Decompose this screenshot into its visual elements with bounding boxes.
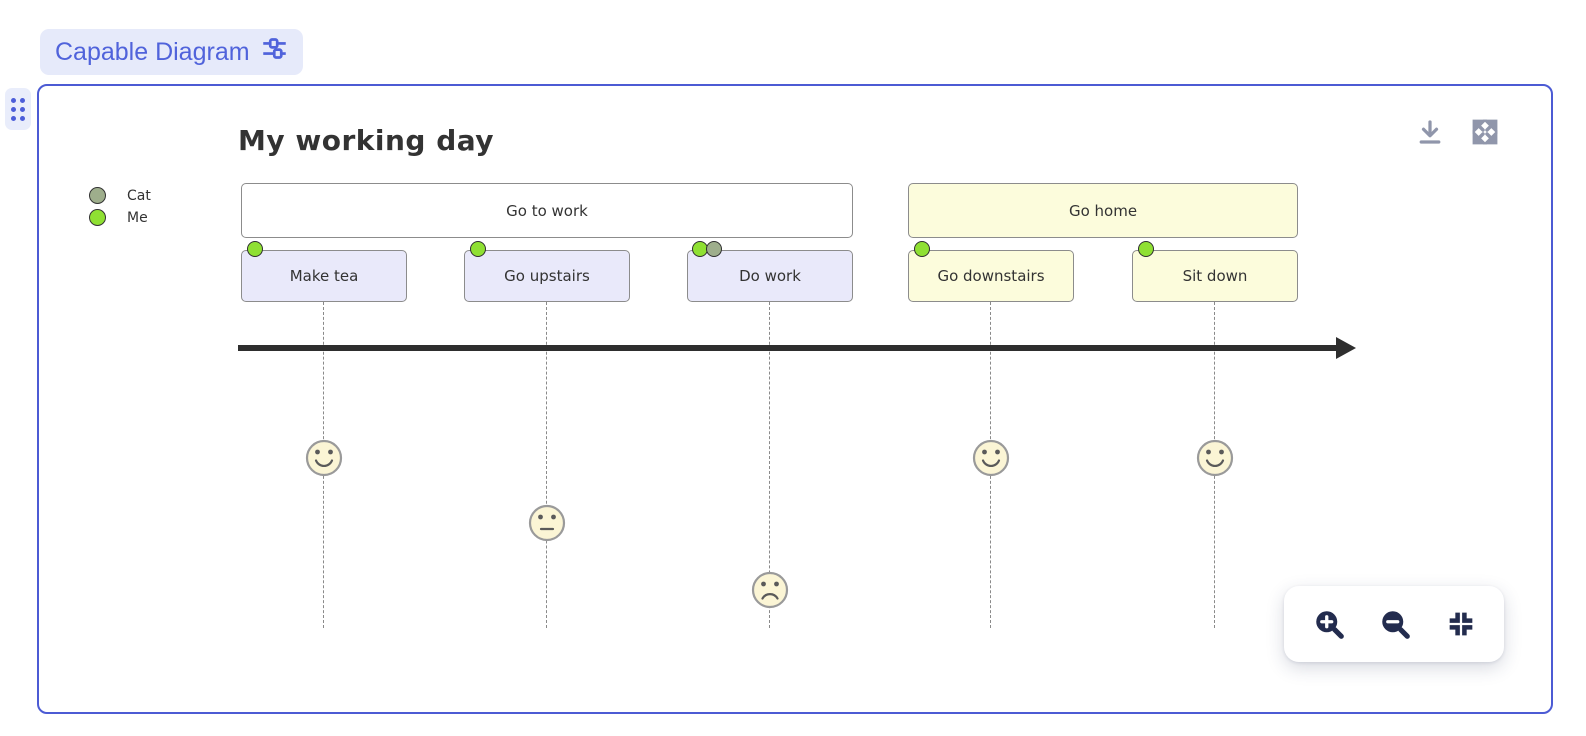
zoom-in-button[interactable] bbox=[1307, 602, 1351, 646]
download-icon bbox=[1415, 120, 1445, 150]
task-make-tea: Make tea bbox=[241, 250, 407, 302]
happy-face-icon bbox=[1195, 438, 1235, 478]
zoom-in-icon bbox=[1311, 611, 1347, 645]
task-go-downstairs: Go downstairs bbox=[908, 250, 1074, 302]
zoom-out-button[interactable] bbox=[1373, 602, 1417, 646]
sad-face-icon bbox=[750, 570, 790, 610]
fit-view-icon bbox=[1444, 612, 1478, 644]
task-do-work: Do work bbox=[687, 250, 853, 302]
drag-dots-icon bbox=[11, 97, 25, 121]
legend-cat-dot bbox=[89, 187, 106, 204]
legend-cat-label: Cat bbox=[127, 188, 151, 204]
diagram-title-chip[interactable]: Capable Diagram bbox=[40, 29, 303, 75]
task-guide-line bbox=[769, 302, 770, 628]
neutral-face-icon bbox=[527, 503, 567, 543]
legend-me-dot bbox=[89, 209, 106, 226]
happy-face-icon bbox=[304, 438, 344, 478]
actor-dot-cat bbox=[706, 241, 722, 257]
task-guide-line bbox=[546, 302, 547, 628]
actor-dot-me bbox=[1138, 241, 1154, 257]
download-button[interactable] bbox=[1415, 117, 1445, 147]
happy-face-icon bbox=[971, 438, 1011, 478]
actor-dot-me bbox=[470, 241, 486, 257]
timeline-arrow-line bbox=[238, 345, 1336, 351]
reset-zoom-button[interactable] bbox=[1440, 603, 1482, 645]
journey-title: My working day bbox=[238, 124, 495, 157]
section-go-to-work: Go to work bbox=[241, 183, 853, 238]
sliders-icon bbox=[261, 35, 288, 69]
task-go-upstairs: Go upstairs bbox=[464, 250, 630, 302]
drag-handle[interactable] bbox=[5, 88, 31, 130]
legend-me-label: Me bbox=[127, 210, 148, 226]
zoom-controls-panel bbox=[1284, 586, 1504, 662]
actor-dot-me bbox=[914, 241, 930, 257]
expand-arrows-icon bbox=[1469, 119, 1501, 151]
diagram-title-chip-label: Capable Diagram bbox=[55, 37, 250, 66]
actor-dot-me bbox=[247, 241, 263, 257]
expand-button[interactable] bbox=[1469, 116, 1501, 148]
task-sit-down: Sit down bbox=[1132, 250, 1298, 302]
zoom-out-icon bbox=[1377, 611, 1413, 645]
timeline-arrow-head bbox=[1336, 337, 1356, 359]
section-go-home: Go home bbox=[908, 183, 1298, 238]
